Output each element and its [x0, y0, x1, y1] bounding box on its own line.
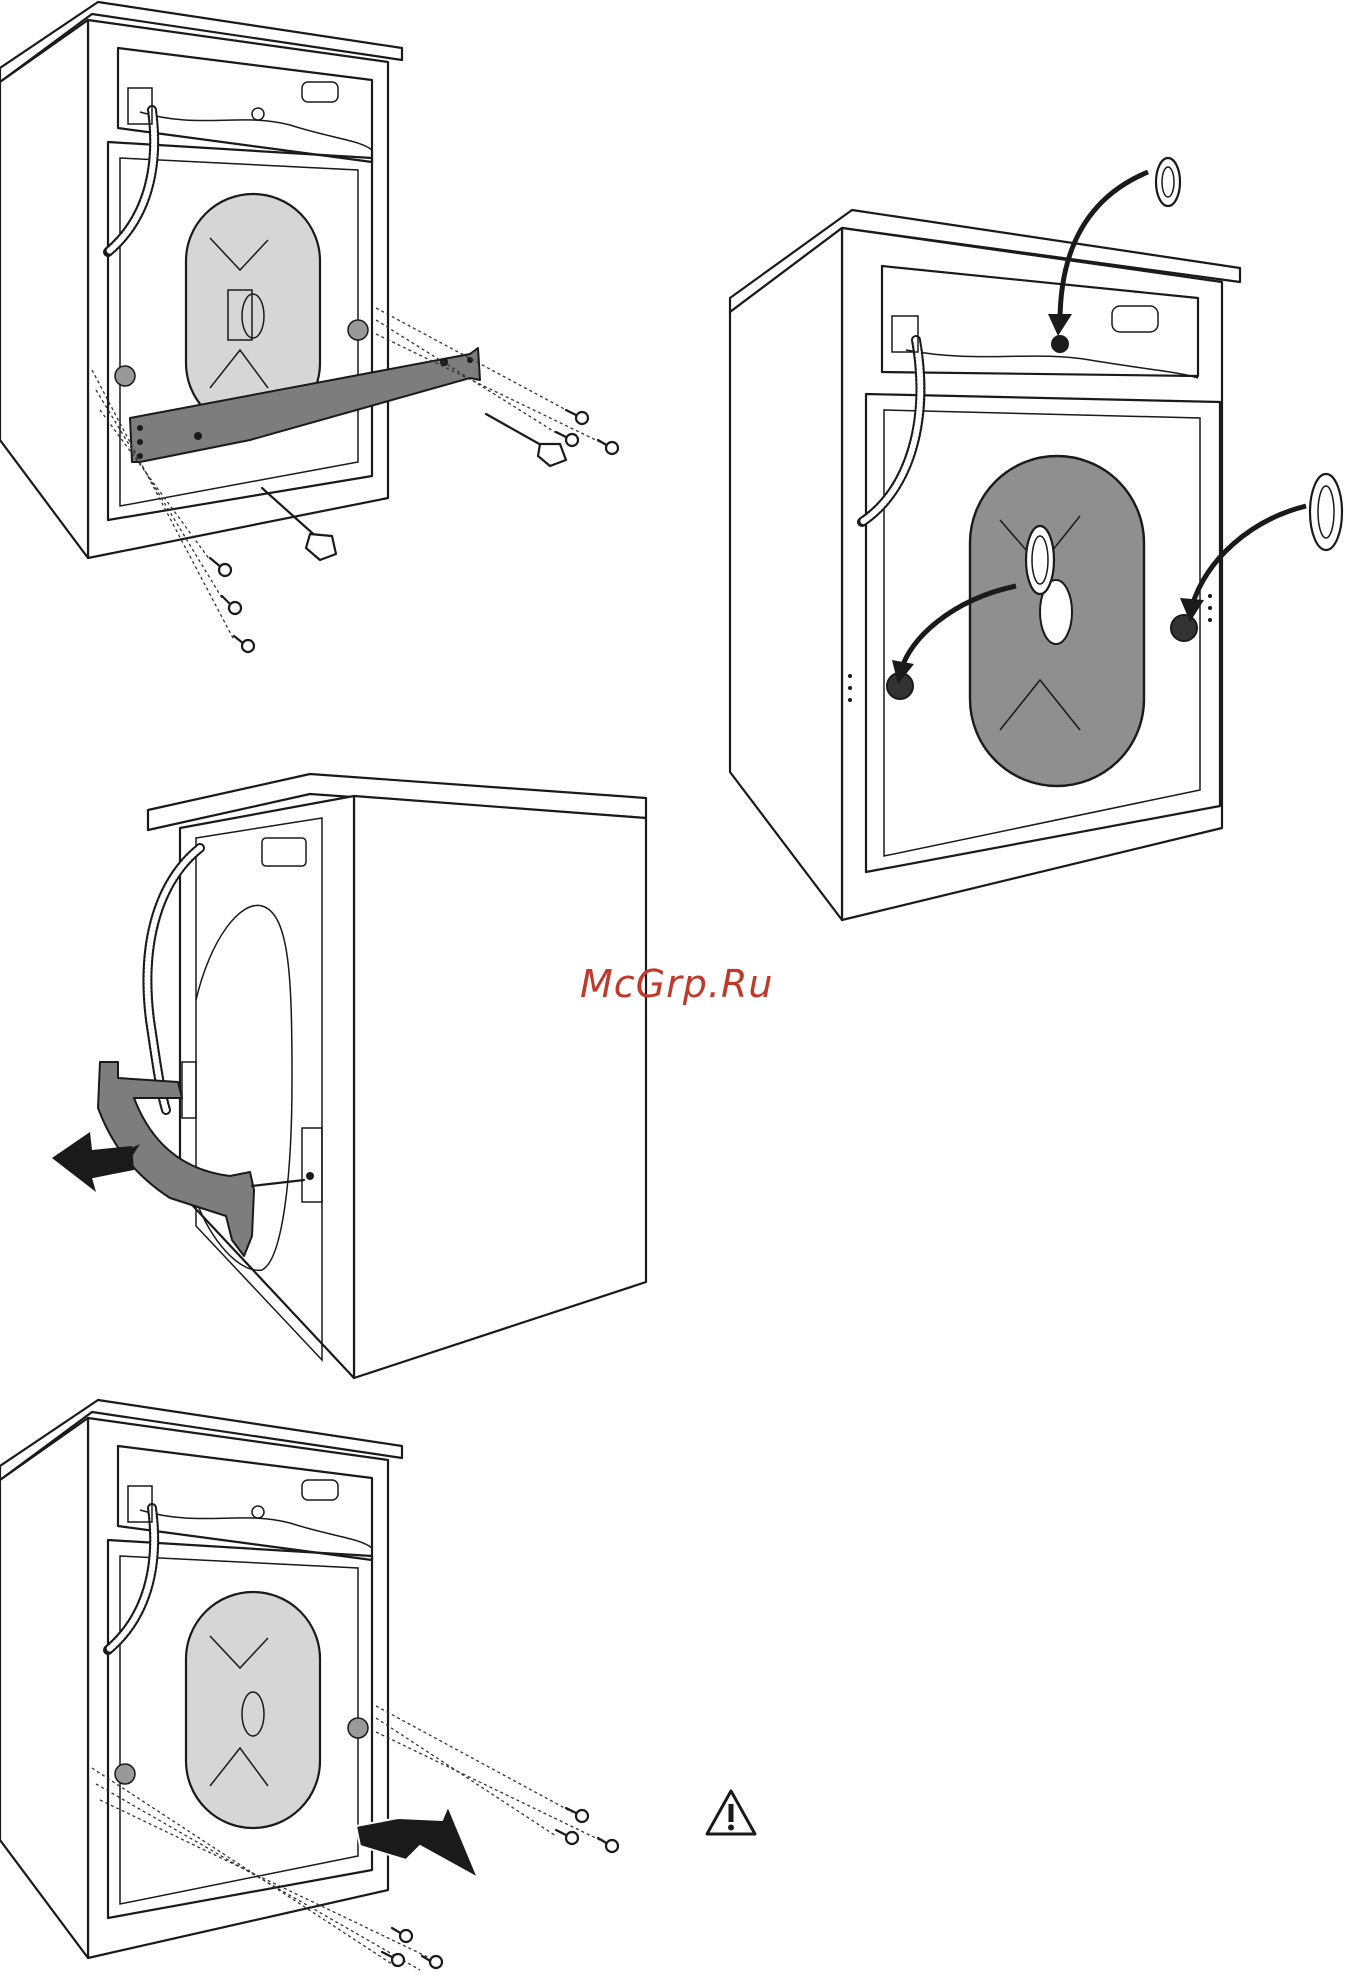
- figure-refit-rear-screws: [0, 1400, 618, 1970]
- drum-back-light: [186, 1592, 320, 1828]
- figure-pull-out-bracket: [52, 774, 646, 1378]
- figure-remove-transport-bolts: [0, 2, 618, 652]
- warning-triangle-icon: [704, 1788, 758, 1838]
- figure-insert-plastic-caps: [730, 158, 1342, 920]
- watermark-text: McGrp.Ru: [580, 962, 773, 1006]
